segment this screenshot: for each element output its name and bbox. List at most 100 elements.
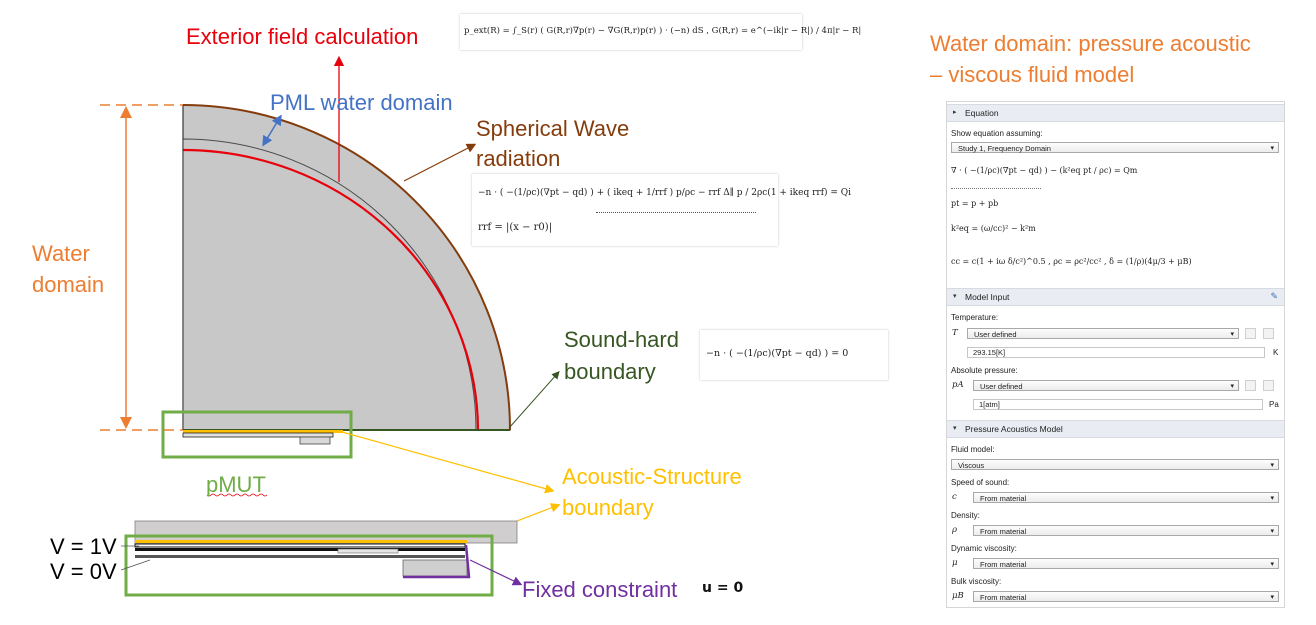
- abs-pressure-unit: Pa: [1269, 400, 1279, 409]
- pmut-layer-c: [299, 436, 331, 445]
- spherical-wave-equation-line1: −n · ( −(1/ρc)(∇pt − qd) ) + ( ikeq + 1/…: [478, 188, 852, 198]
- spherical-eq-underline: [596, 212, 756, 213]
- label-water-title-1: Water domain: pressure acoustic: [930, 31, 1251, 56]
- dynamic-viscosity-select[interactable]: From material ▾: [973, 558, 1279, 569]
- density-symbol: ρ: [952, 525, 957, 535]
- outer-arc-brown: [182, 104, 511, 431]
- pmut-electrode-top: [135, 548, 465, 551]
- go-to-source-icon[interactable]: [1245, 328, 1256, 339]
- fixed-arrow: [469, 559, 523, 586]
- dropdown-arrow-icon: ▾: [1270, 561, 1274, 568]
- pmut-thin-1: [134, 543, 466, 548]
- pmut-yellow-layer: [135, 540, 467, 543]
- edit-pencil-icon[interactable]: ✎: [1270, 291, 1278, 301]
- exterior-boundary-red: [182, 148, 480, 431]
- dropdown-arrow-icon: ▾: [1270, 462, 1274, 469]
- equation-line-4: cc = c(1 + iω δ/c²)^0.5 , ρc = ρc²/cc² ,…: [951, 257, 1192, 266]
- section-pam-header[interactable]: ▾ Pressure Acoustics Model: [947, 420, 1284, 438]
- label-water-1: Water: [32, 241, 90, 266]
- abs-pressure-input[interactable]: 1[atm]: [973, 399, 1263, 410]
- bulk-viscosity-symbol: μB: [952, 591, 964, 601]
- water-domain: [182, 138, 477, 431]
- pmut-substrate: [134, 520, 518, 544]
- dropdown-arrow-icon: ▾: [1270, 495, 1274, 502]
- expand-arrow-icon[interactable]: ▾: [953, 425, 957, 432]
- label-sound-hard-2: boundary: [564, 359, 656, 384]
- dynamic-viscosity-select-value: From material: [980, 560, 1027, 569]
- settings-panel: ▸ Equation Show equation assuming: Study…: [946, 101, 1285, 608]
- label-fixed-constraint: Fixed constraint: [522, 577, 678, 602]
- spherical-arrow: [403, 143, 477, 182]
- speed-of-sound-symbol: c: [952, 492, 957, 502]
- create-variable-icon[interactable]: [1263, 328, 1274, 339]
- bulk-viscosity-label: Bulk viscosity:: [951, 577, 1002, 586]
- fluid-model-select-value: Viscous: [958, 461, 985, 470]
- temperature-select-value: User defined: [974, 330, 1017, 339]
- create-variable-icon[interactable]: [1263, 380, 1274, 391]
- section-model-input-header[interactable]: ▾ Model Input ✎: [947, 288, 1284, 306]
- show-equation-select-value: Study 1, Frequency Domain: [958, 144, 1051, 153]
- section-equation-header[interactable]: ▸ Equation: [947, 104, 1284, 122]
- density-label: Density:: [951, 511, 980, 520]
- collapse-arrow-icon[interactable]: ▸: [953, 109, 957, 116]
- label-acoustic-structure-1: Acoustic-Structure: [562, 464, 742, 489]
- bulk-viscosity-select-value: From material: [980, 593, 1027, 602]
- exterior-field-equation: p_ext(R) = ∫_S(r) ( G(R,r)∇p(r) − ∇G(R,r…: [460, 14, 861, 50]
- spherical-wave-equation-line2: rrf = |(x − r0)|: [478, 222, 553, 233]
- sound-hard-equation: −n · ( −(1/ρc)(∇pt − qd) ) = 0: [700, 330, 888, 380]
- dropdown-arrow-icon: ▾: [1270, 145, 1274, 152]
- dropdown-arrow-icon: ▾: [1230, 383, 1234, 390]
- speed-of-sound-select[interactable]: From material ▾: [973, 492, 1279, 503]
- pmut-gap: [337, 548, 399, 554]
- label-pmut: pMUT: [206, 472, 266, 497]
- temperature-unit: K: [1273, 348, 1279, 357]
- temperature-label: Temperature:: [951, 313, 999, 322]
- label-water-title-2: – viscous fluid model: [930, 62, 1135, 87]
- density-select-value: From material: [980, 527, 1027, 536]
- speed-of-sound-select-value: From material: [980, 494, 1027, 503]
- density-select[interactable]: From material ▾: [973, 525, 1279, 536]
- abs-pressure-select[interactable]: User defined ▾: [973, 380, 1239, 391]
- abs-pressure-select-value: User defined: [980, 382, 1023, 391]
- bulk-viscosity-select[interactable]: From material ▾: [973, 591, 1279, 602]
- temperature-symbol: T: [952, 328, 958, 338]
- show-equation-select[interactable]: Study 1, Frequency Domain ▾: [951, 142, 1279, 153]
- dynamic-viscosity-label: Dynamic viscosity:: [951, 544, 1017, 553]
- pml-thickness-arrow: [262, 114, 282, 147]
- label-spherical-wave-2: radiation: [476, 146, 561, 171]
- equation-line-3: k²eq = (ω/cc)² − k²m: [951, 224, 1036, 233]
- abs-pressure-label: Absolute pressure:: [951, 366, 1018, 375]
- label-exterior-field: Exterior field calculation: [186, 24, 419, 49]
- show-equation-label: Show equation assuming:: [951, 129, 1043, 138]
- fluid-model-select[interactable]: Viscous ▾: [951, 459, 1279, 470]
- label-spherical-wave-1: Spherical Wave: [476, 116, 630, 141]
- label-v0: V = 0V: [50, 559, 117, 584]
- temperature-input[interactable]: 293.15[K]: [967, 347, 1265, 358]
- equation-line-2: pt = p + pb: [951, 199, 999, 208]
- pmut-electrode-bottom: [135, 555, 465, 558]
- fluid-model-label: Fluid model:: [951, 445, 995, 454]
- spherical-wave-equation-box: −n · ( −(1/ρc)(∇pt − qd) ) + ( ikeq + 1/…: [472, 174, 852, 246]
- label-pml-water-domain: PML water domain: [270, 90, 453, 115]
- geometry-diagram: [100, 55, 561, 597]
- dropdown-arrow-icon: ▾: [1270, 528, 1274, 535]
- equation-line-1: ∇ · ( −(1/ρc)(∇pt − qd) ) − (k²eq pt / ρ…: [951, 166, 1138, 175]
- dynamic-viscosity-symbol: μ: [952, 558, 958, 568]
- fixed-constraint-line: [403, 544, 471, 579]
- label-water-2: domain: [32, 272, 105, 297]
- temperature-select[interactable]: User defined ▾: [967, 328, 1239, 339]
- abs-pressure-symbol: pA: [952, 380, 964, 390]
- pmut-spellcheck-underline: [206, 493, 268, 497]
- expand-arrow-icon[interactable]: ▾: [953, 293, 957, 300]
- speed-of-sound-label: Speed of sound:: [951, 478, 1010, 487]
- section-pam-title: Pressure Acoustics Model: [965, 424, 1063, 434]
- sound-hard-arrow: [508, 371, 560, 429]
- pmut-anchor: [402, 559, 468, 577]
- dropdown-arrow-icon: ▾: [1270, 594, 1274, 601]
- pmut-box-large: [124, 534, 494, 597]
- label-acoustic-structure-2: boundary: [562, 495, 654, 520]
- go-to-source-icon[interactable]: [1245, 380, 1256, 391]
- pmut-layer-b: [182, 432, 334, 438]
- acoustic-arrow-1: [341, 431, 555, 494]
- section-equation-title: Equation: [965, 108, 999, 118]
